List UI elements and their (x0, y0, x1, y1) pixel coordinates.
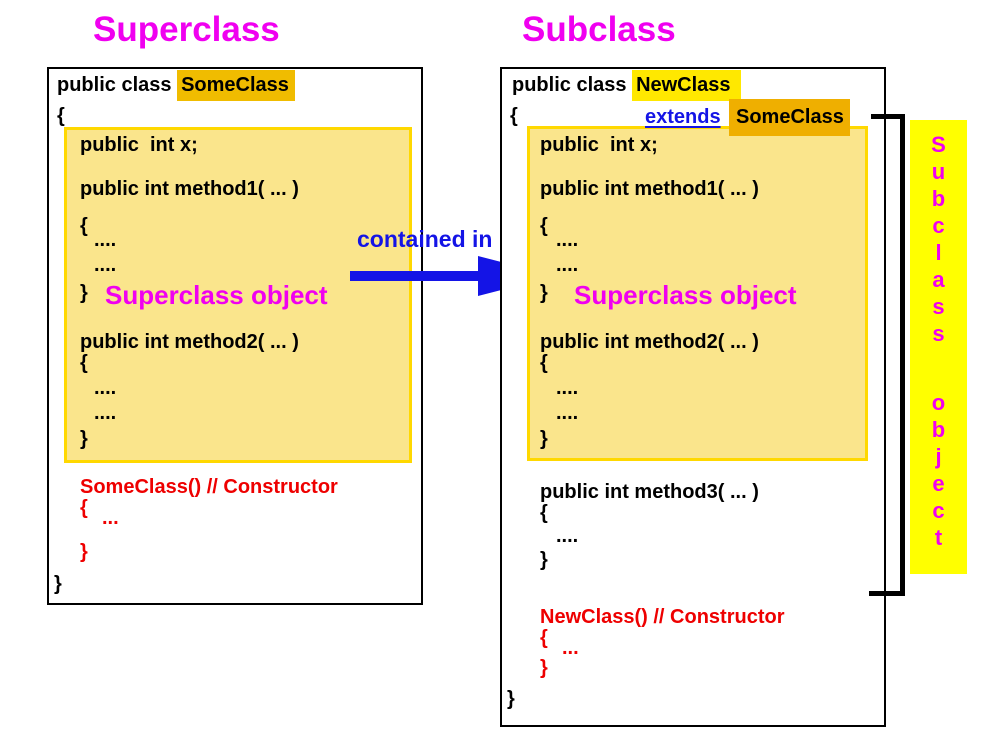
class-open-brace: { (57, 105, 65, 127)
method1-signature: public int method1( ... ) (80, 178, 299, 200)
constructor-open-brace: { (540, 627, 548, 649)
someclass-highlight: SomeClass (177, 70, 295, 101)
code-dots: .... (556, 229, 579, 251)
subclass-constructor: NewClass() // Constructor (540, 606, 785, 628)
code-dots: .... (94, 254, 117, 276)
class-close-brace: } (507, 688, 515, 710)
bar-letter: c (932, 498, 945, 523)
code-dots: .... (94, 402, 117, 424)
bar-word-gap (910, 347, 967, 389)
method2-close-brace: } (540, 428, 548, 450)
constructor-close-brace: } (540, 657, 548, 679)
contained-in-label: contained in (357, 226, 493, 252)
superclass-object-label: Superclass object (574, 280, 797, 310)
code-dots: .... (556, 402, 579, 424)
superclass-class-declaration: public class SomeClass (57, 70, 295, 101)
code-dots: .... (94, 229, 117, 251)
superclass-object-label: Superclass object (105, 280, 328, 310)
method3-signature: public int method3( ... ) (540, 481, 759, 503)
class-open-brace: { (510, 105, 518, 127)
code-dots: .... (556, 377, 579, 399)
method2-signature: public int method2( ... ) (80, 331, 299, 353)
inherited-superclass-object-region (527, 126, 868, 461)
bar-letter: e (932, 471, 945, 496)
constructor-dots: ... (562, 637, 579, 659)
method2-close-brace: } (80, 428, 88, 450)
class-decl-prefix: public class (57, 74, 178, 96)
bar-letter: b (931, 186, 946, 211)
code-dots: .... (556, 525, 579, 547)
bar-letter: S (931, 132, 946, 157)
class-decl-prefix: public class (512, 74, 633, 96)
code-dots: .... (556, 254, 579, 276)
bar-letter: j (935, 444, 942, 469)
contained-in-arrow-shaft (350, 271, 480, 281)
method1-signature: public int method1( ... ) (540, 178, 759, 200)
superclass-object-region (64, 127, 412, 463)
superclass-constructor: SomeClass() // Constructor (80, 476, 338, 498)
method2-open-brace: { (540, 352, 548, 374)
bar-letter: u (931, 159, 946, 184)
method3-open-brace: { (540, 502, 548, 524)
code-dots: .... (94, 377, 117, 399)
method3-close-brace: } (540, 549, 548, 571)
bar-letter: b (931, 417, 946, 442)
subclass-title: Subclass (522, 10, 676, 49)
subclass-object-bracket-top-tick (871, 114, 901, 119)
bar-letter: s (932, 294, 945, 319)
method2-open-brace: { (80, 352, 88, 374)
bar-letter: s (932, 321, 945, 346)
bar-letter: t (934, 525, 943, 550)
method1-open-brace: { (540, 215, 548, 237)
field-declaration: public int x; (80, 134, 198, 156)
subclass-object-bracket-bottom-tick (869, 591, 901, 596)
constructor-dots: ... (102, 507, 119, 529)
field-declaration: public int x; (540, 134, 658, 156)
method1-close-brace: } (80, 282, 88, 304)
bar-letter: c (932, 213, 945, 238)
bar-letter: l (935, 240, 942, 265)
subclass-class-declaration: public class NewClass (512, 70, 741, 101)
method1-close-brace: } (540, 282, 548, 304)
extends-keyword: extends (645, 106, 721, 128)
constructor-open-brace: { (80, 497, 88, 519)
bar-letter: o (931, 390, 946, 415)
subclass-object-bracket-vertical (900, 114, 905, 596)
method1-open-brace: { (80, 215, 88, 237)
extends-target-someclass: SomeClass (729, 99, 850, 136)
class-close-brace: } (54, 573, 62, 595)
newclass-highlight: NewClass (632, 70, 741, 101)
method2-signature: public int method2( ... ) (540, 331, 759, 353)
constructor-close-brace: } (80, 541, 88, 563)
bar-letter: a (932, 267, 945, 292)
superclass-title: Superclass (93, 10, 280, 49)
